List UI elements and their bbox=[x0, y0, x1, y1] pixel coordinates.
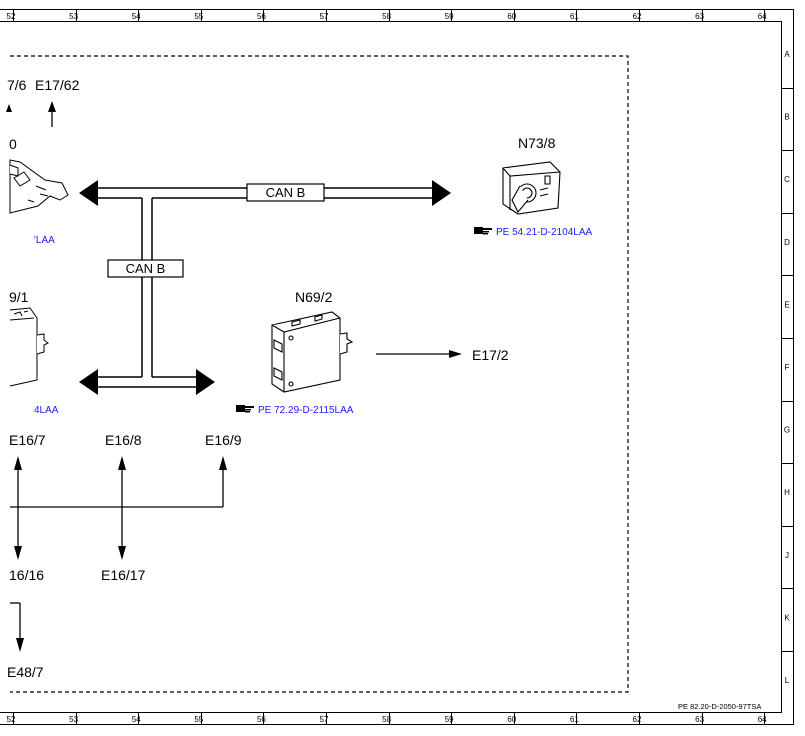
ruler-letter: A bbox=[784, 50, 790, 59]
can-bus bbox=[96, 187, 434, 388]
arrow-up-icon bbox=[14, 456, 22, 470]
ruler-number: 58 bbox=[382, 715, 391, 724]
label-e16-7: E16/7 bbox=[9, 432, 46, 448]
ruler-letter: F bbox=[785, 363, 790, 372]
ruler-number: 60 bbox=[507, 715, 516, 724]
ruler-number: 53 bbox=[69, 715, 78, 724]
can-b-text: CAN B bbox=[266, 185, 306, 200]
can-bus-arrowheads bbox=[79, 180, 451, 395]
ruler-bottom: 52 53 54 55 56 57 58 59 60 61 62 63 64 bbox=[7, 715, 768, 724]
arrow-up-icon bbox=[48, 101, 56, 127]
arrow-right-icon bbox=[432, 180, 451, 206]
ruler-top: 52 53 54 55 56 57 58 59 60 61 62 63 64 bbox=[7, 12, 768, 21]
arrow-down-icon bbox=[16, 638, 24, 652]
arrow-down-icon bbox=[118, 546, 126, 560]
ruler-letter: C bbox=[784, 175, 790, 184]
label-left-component-top: 0 bbox=[9, 136, 17, 152]
label-e16-9: E16/9 bbox=[205, 432, 242, 448]
ruler-number: 63 bbox=[695, 715, 704, 724]
door-control-unit-icon bbox=[271, 311, 354, 393]
ruler-number: 56 bbox=[257, 12, 266, 21]
ruler-number: 64 bbox=[758, 12, 767, 21]
label-e48-7: E48/7 bbox=[7, 664, 44, 680]
can-b-text: CAN B bbox=[126, 261, 166, 276]
ruler-number: 53 bbox=[69, 12, 78, 21]
ruler-number: 52 bbox=[7, 715, 16, 724]
bottom-arrowheads bbox=[14, 456, 227, 652]
arrow-up-partial-icon bbox=[6, 104, 12, 112]
reference-n73-8[interactable]: PE 54.21-D-2104LAA bbox=[474, 227, 593, 238]
label-n69-2: N69/2 bbox=[295, 289, 333, 305]
arrow-left-icon bbox=[79, 180, 98, 206]
label-e17-6: 7/6 bbox=[7, 77, 27, 93]
ruler-number: 54 bbox=[132, 715, 141, 724]
ruler-number: 52 bbox=[7, 12, 16, 21]
pointing-hand-icon bbox=[236, 405, 254, 413]
module-boundary bbox=[10, 55, 629, 693]
ruler-number: 56 bbox=[257, 715, 266, 724]
ruler-number: 57 bbox=[320, 12, 329, 21]
ruler-letter: L bbox=[785, 676, 790, 685]
ruler-side: A B C D E F G H J K L bbox=[784, 50, 790, 685]
ruler-number: 59 bbox=[445, 12, 454, 21]
reference-n69-2[interactable]: PE 72.29-D-2115LAA bbox=[236, 405, 354, 416]
bottom-wiring bbox=[10, 468, 224, 640]
ruler-number: 61 bbox=[570, 12, 579, 21]
arrow-left-icon bbox=[79, 369, 98, 395]
ruler-letter: H bbox=[784, 488, 790, 497]
ruler-ticks bbox=[13, 9, 793, 724]
ruler-letter: K bbox=[784, 613, 790, 622]
ruler-number: 63 bbox=[695, 12, 704, 21]
ruler-number: 54 bbox=[132, 12, 141, 21]
left-control-unit-mid-icon bbox=[9, 307, 49, 387]
pointing-hand-icon bbox=[474, 227, 492, 235]
ruler-number: 55 bbox=[194, 12, 203, 21]
ruler-number: 62 bbox=[633, 12, 642, 21]
arrow-up-icon bbox=[219, 456, 227, 470]
left-ref-mid: 4LAA bbox=[34, 405, 59, 416]
ruler-letter: E bbox=[784, 300, 789, 309]
label-e17-2: E17/2 bbox=[472, 347, 509, 363]
left-ref-top: 'LAA bbox=[34, 235, 55, 246]
can-b-label-vertical: CAN B bbox=[107, 259, 184, 278]
ruler-number: 55 bbox=[194, 715, 203, 724]
ruler-letter: D bbox=[784, 238, 790, 247]
left-control-unit-top-icon bbox=[9, 159, 69, 214]
can-b-label-horizontal: CAN B bbox=[246, 183, 325, 202]
ruler-letter: J bbox=[785, 551, 789, 560]
ref-link-n69-2[interactable]: PE 72.29-D-2115LAA bbox=[258, 405, 354, 416]
ruler-number: 64 bbox=[758, 715, 767, 724]
document-id: PE 82.20-D-2050-97TSA bbox=[678, 702, 761, 711]
ruler-number: 57 bbox=[320, 715, 329, 724]
label-e16-8: E16/8 bbox=[105, 432, 142, 448]
ruler-number: 59 bbox=[445, 715, 454, 724]
ruler-number: 61 bbox=[570, 715, 579, 724]
ruler-letter: B bbox=[784, 113, 789, 122]
ruler-number: 58 bbox=[382, 12, 391, 21]
frame bbox=[0, 9, 794, 725]
ruler-letter: G bbox=[784, 426, 790, 435]
label-n73-8: N73/8 bbox=[518, 135, 556, 151]
label-e17-62: E17/62 bbox=[35, 77, 80, 93]
arrow-up-icon bbox=[118, 456, 126, 470]
label-e16-17: E16/17 bbox=[101, 567, 146, 583]
ruler-number: 62 bbox=[633, 715, 642, 724]
ignition-switch-icon bbox=[502, 161, 561, 215]
ruler-number: 60 bbox=[507, 12, 516, 21]
arrow-right-icon bbox=[376, 350, 462, 358]
label-left-component-mid: 9/1 bbox=[9, 289, 29, 305]
arrow-right-icon bbox=[196, 369, 215, 395]
label-e16-16: 16/16 bbox=[9, 567, 44, 583]
arrow-down-icon bbox=[14, 546, 22, 560]
ref-link-n73-8[interactable]: PE 54.21-D-2104LAA bbox=[496, 227, 593, 238]
